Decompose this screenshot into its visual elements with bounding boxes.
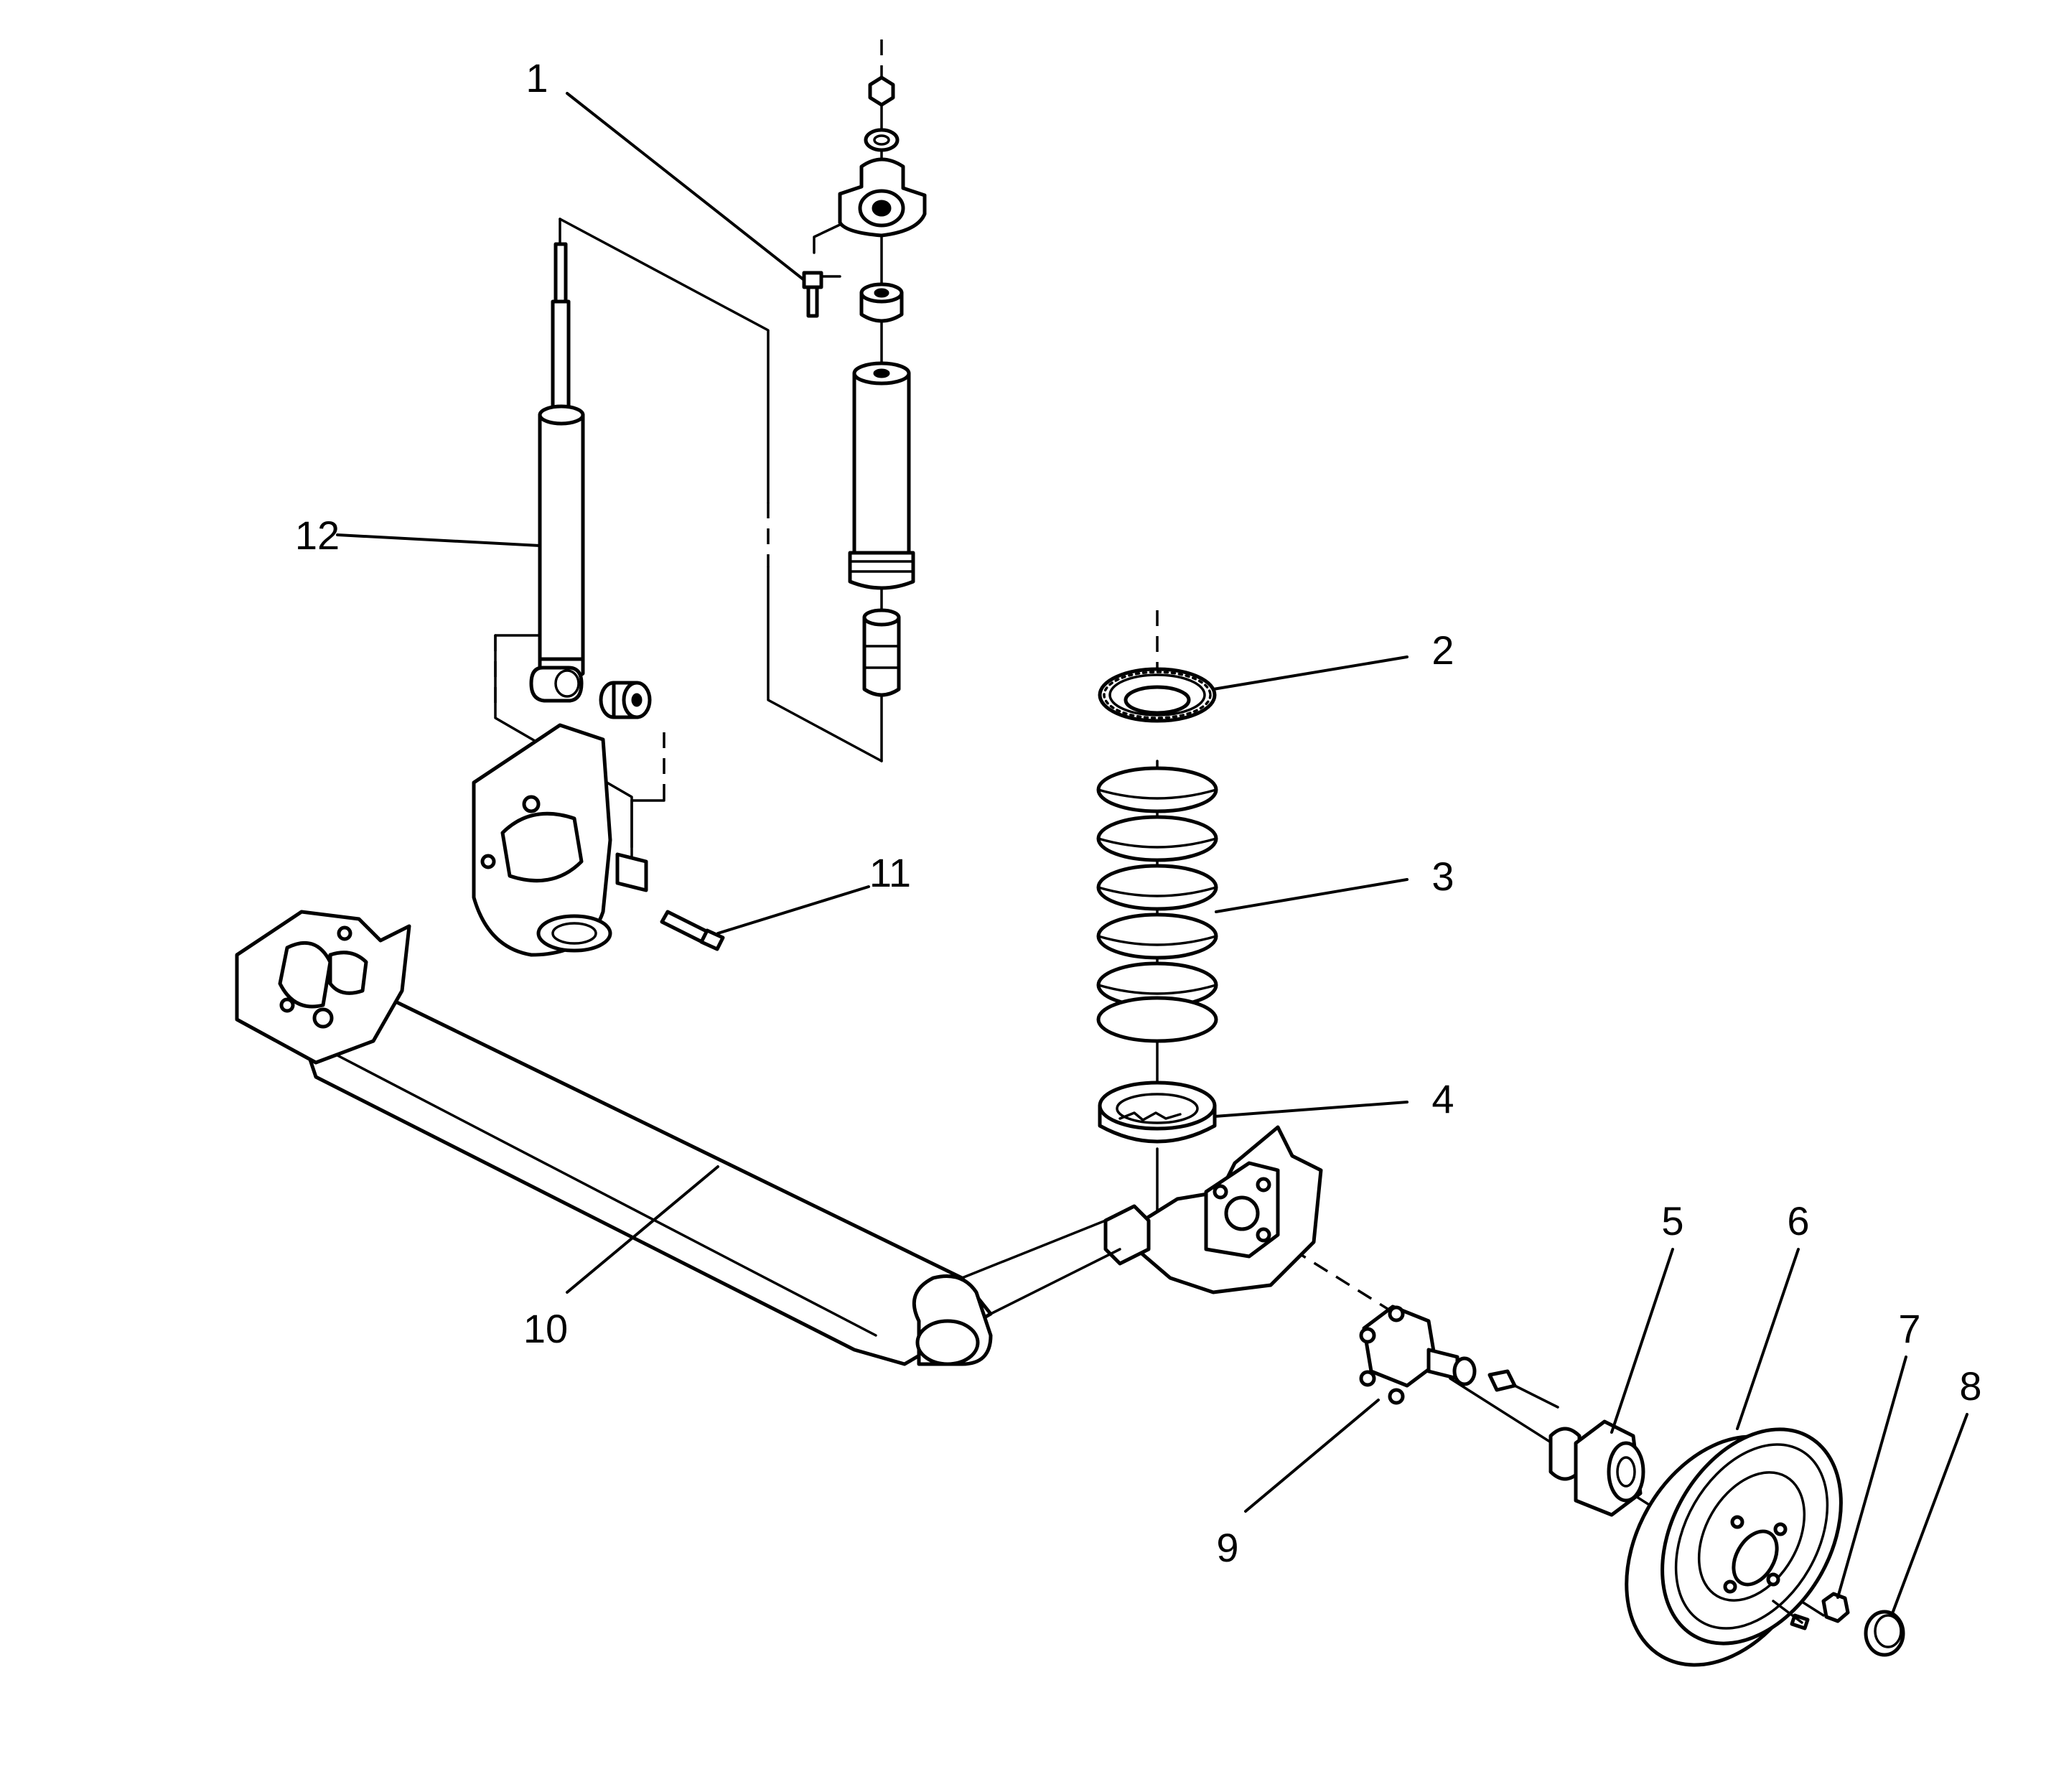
leader-1	[566, 92, 805, 281]
callout-3: 3	[1431, 854, 1454, 899]
leader-2	[1212, 655, 1409, 691]
leader-6	[1736, 1248, 1800, 1430]
shock-bushing	[599, 681, 652, 719]
callout-1: 1	[525, 55, 548, 101]
upper-spring-insulator	[1098, 667, 1217, 723]
mounting-bolt	[660, 910, 725, 951]
mount-bolt-1	[802, 271, 841, 318]
upper-washer	[864, 128, 900, 152]
callout-10: 10	[523, 1306, 568, 1351]
leader-9	[1244, 1399, 1380, 1513]
leader-4	[1213, 1101, 1409, 1118]
spindle	[1359, 1305, 1477, 1405]
callout-9: 9	[1216, 1525, 1238, 1570]
leader-5	[1610, 1248, 1674, 1434]
upper-strut-mount	[813, 157, 927, 254]
shock-absorber	[529, 242, 585, 703]
dust-cap	[1864, 1610, 1905, 1657]
callout-5: 5	[1661, 1198, 1683, 1243]
alignment-lines	[880, 39, 1825, 1617]
dust-boot	[848, 361, 915, 590]
leader-8	[1890, 1413, 1968, 1617]
callout-4: 4	[1431, 1076, 1454, 1121]
callout-2: 2	[1431, 627, 1454, 673]
leader-lines	[336, 92, 1968, 1617]
callouts: 1 2 3 4 5 6 7 8 9 10 11 12	[295, 55, 1982, 1570]
callout-12: 12	[295, 513, 340, 558]
hub-bearing	[1487, 1369, 1645, 1517]
callout-6: 6	[1787, 1198, 1809, 1243]
upper-nut	[868, 75, 895, 107]
lower-spring-insulator	[1098, 1081, 1217, 1144]
leader-11	[716, 885, 870, 935]
brake-drum	[1625, 1427, 1843, 1667]
callout-11: 11	[869, 850, 911, 895]
rear-axle-beam	[235, 723, 1323, 1366]
leader-12	[336, 533, 541, 547]
coil-spring	[1096, 766, 1218, 1043]
lower-isolator	[859, 282, 904, 323]
leader-3	[1215, 878, 1409, 913]
leader-10	[566, 1165, 719, 1294]
hub-nut	[1821, 1592, 1850, 1623]
callout-8: 8	[1959, 1363, 1981, 1409]
callout-7: 7	[1898, 1306, 1920, 1351]
leader-7	[1836, 1355, 1907, 1599]
bump-stop	[862, 608, 901, 697]
